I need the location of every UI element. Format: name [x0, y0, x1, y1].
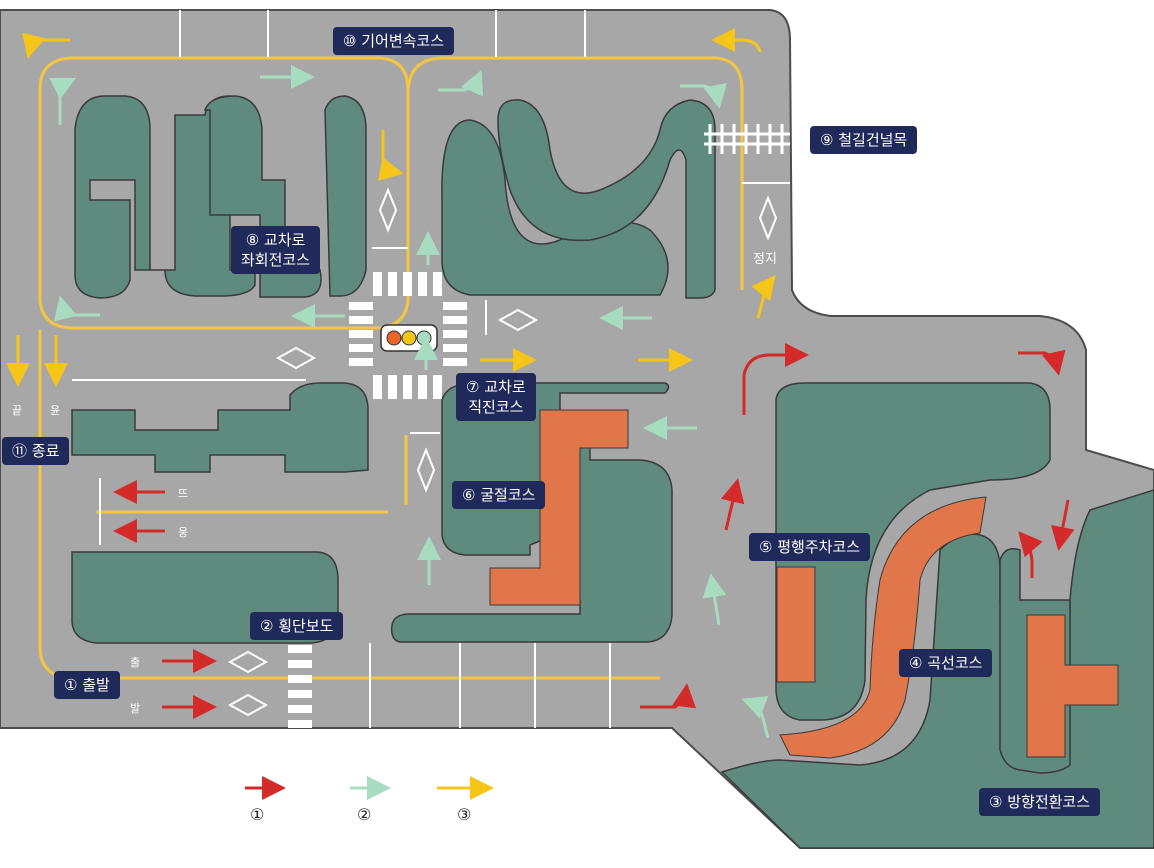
island-curve-right — [497, 99, 716, 299]
course-7-line1: ⑦ 교차로 — [466, 378, 526, 396]
turn-course-path — [1026, 614, 1119, 758]
course-7-intersection-straight-label: ⑦ 교차로 직진코스 — [456, 373, 536, 421]
course-9-railroad-label: ⑨ 철길건널목 — [810, 126, 918, 154]
course-8-line1: ⑧ 교차로 — [245, 231, 306, 249]
course-7-line2: 직진코스 — [468, 398, 524, 416]
bend-course-path — [489, 409, 629, 606]
mint-arrows — [49, 65, 770, 800]
gear-course-lane-right — [406, 56, 744, 290]
course-5-parallel-parking-label: ⑤ 평행주차코스 — [749, 533, 871, 561]
legend-label-3: ③ — [457, 805, 472, 824]
course-11-end-label: ⑪ 종료 — [2, 437, 70, 465]
course-1-start-label: ① 출발 — [54, 671, 120, 699]
island-zigzag-right — [324, 95, 367, 297]
island-curve-left — [441, 119, 669, 296]
gear-course-lane — [38, 56, 410, 330]
traffic-light — [380, 324, 438, 352]
course-2-crosswalk-label: ② 횡단보도 — [250, 612, 344, 640]
course-8-line2: 좌회전코스 — [241, 251, 311, 269]
end-road-text-a: 끝 — [12, 404, 23, 417]
course-6-bend-label: ⑥ 굴절코스 — [452, 481, 546, 509]
curve-course-path — [779, 496, 987, 759]
railroad-crossing — [704, 124, 790, 154]
stop-text: 정지 — [753, 252, 777, 267]
start-road-text-b: 발 — [130, 702, 141, 715]
course-10-gear-change-label: ⑩ 기어변속코스 — [333, 27, 455, 55]
course-8-intersection-left-turn-label: ⑧ 교차로 좌회전코스 — [231, 226, 321, 274]
legend-label-1: ① — [250, 805, 265, 824]
legend-label-2: ② — [357, 805, 372, 824]
lane-road-text-a: 뜨 — [178, 487, 189, 500]
parallel-parking-bay — [776, 566, 816, 683]
top-lane-ticks — [72, 10, 790, 728]
start-road-text-a: 출 — [130, 656, 141, 669]
island-end-area — [71, 382, 369, 473]
diamond-markings — [227, 187, 778, 717]
crosswalks — [288, 272, 467, 728]
orange-course-areas — [489, 409, 1119, 759]
island-zigzag-mid — [203, 95, 322, 298]
course-4-curve-label: ④ 곡선코스 — [899, 649, 993, 677]
lane-road-text-b: 웅 — [178, 526, 189, 539]
course-3-direction-change-label: ③ 방향전환코스 — [979, 788, 1101, 816]
end-road-text-b: 윤 — [50, 404, 61, 417]
yellow-arrows — [6, 28, 776, 800]
red-arrows — [113, 343, 1075, 800]
island-parking-curve — [775, 382, 1051, 721]
